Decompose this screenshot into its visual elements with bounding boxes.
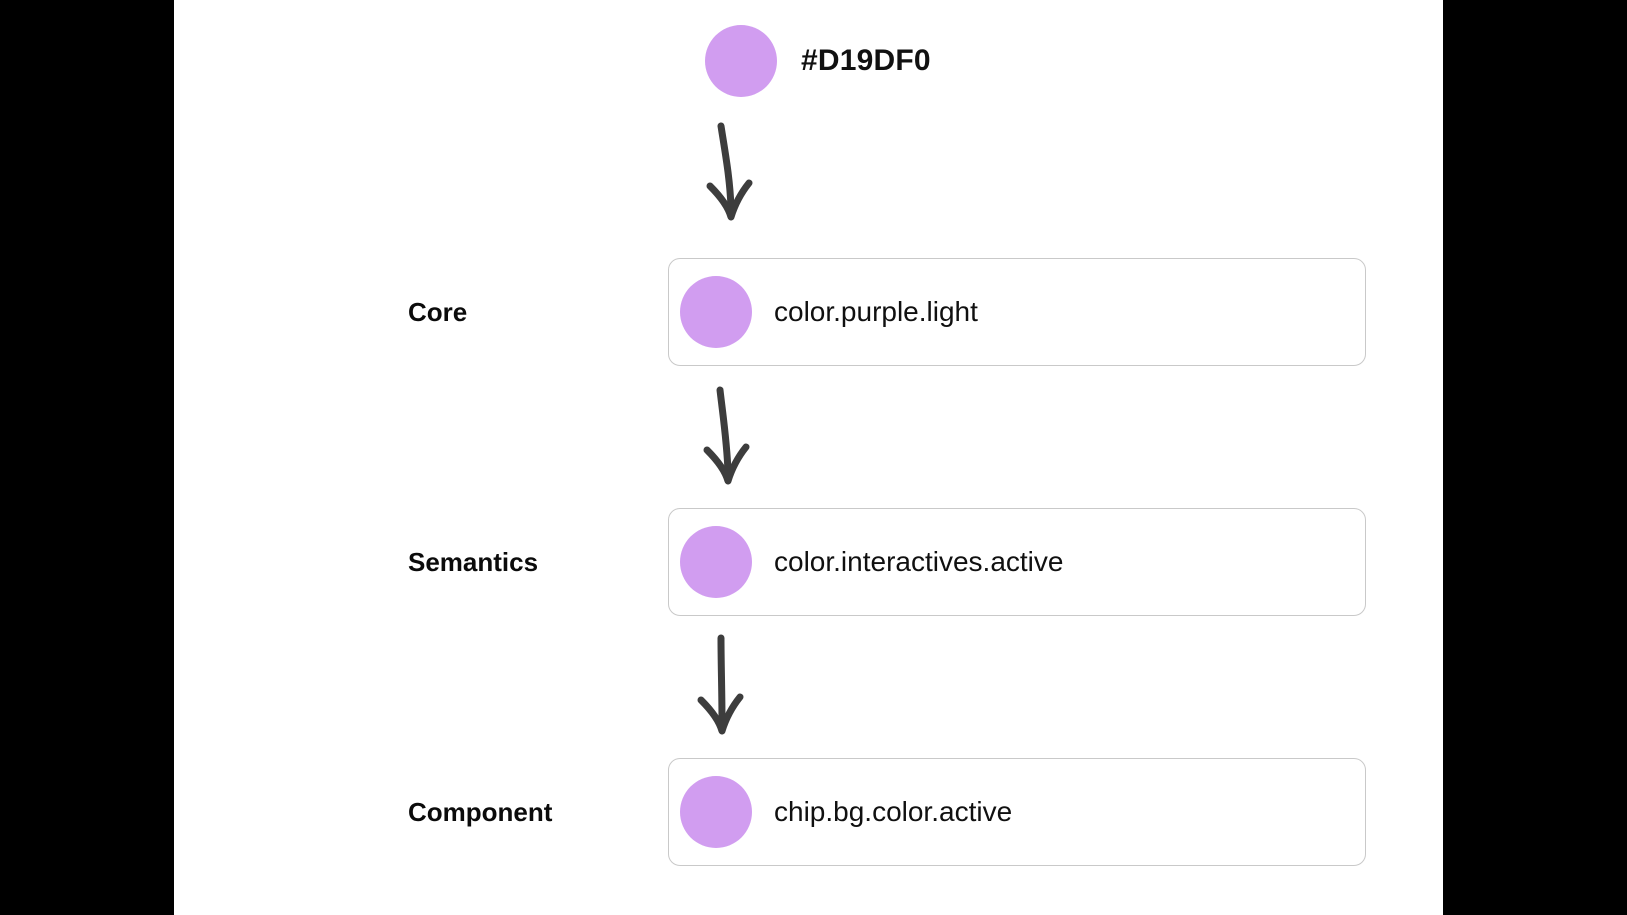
tier-row-semantics: Semantics color.interactives.active: [174, 508, 1443, 616]
token-card-core[interactable]: color.purple.light: [668, 258, 1366, 366]
token-name-core: color.purple.light: [774, 296, 978, 327]
tier-row-core: Core color.purple.light: [174, 258, 1443, 366]
diagram-stage: #D19DF0 Core color.purple.light: [174, 0, 1443, 915]
token-name-component: chip.bg.color.active: [774, 796, 1013, 827]
arrow-semantics-to-component-icon: [685, 630, 765, 740]
token-color-swatch-core: [680, 276, 752, 348]
token-card-semantics[interactable]: color.interactives.active: [668, 508, 1366, 616]
token-color-swatch-component: [680, 776, 752, 848]
arrow-source-to-core-icon: [690, 120, 770, 230]
tier-label-component: Component: [408, 796, 553, 827]
tier-label-semantics: Semantics: [408, 546, 539, 577]
source-color-swatch: [705, 25, 777, 97]
tier-label-core: Core: [408, 296, 468, 327]
arrow-core-to-semantics-icon: [688, 382, 768, 492]
letterbox-bar-right: [1443, 0, 1627, 915]
token-color-swatch-semantics: [680, 526, 752, 598]
token-card-component[interactable]: chip.bg.color.active: [668, 758, 1366, 866]
source-color-row: #D19DF0: [705, 25, 931, 97]
letterbox-bar-left: [0, 0, 174, 915]
tier-row-component: Component chip.bg.color.active: [174, 758, 1443, 866]
token-name-semantics: color.interactives.active: [774, 546, 1064, 577]
source-hex-label: #D19DF0: [801, 44, 931, 77]
